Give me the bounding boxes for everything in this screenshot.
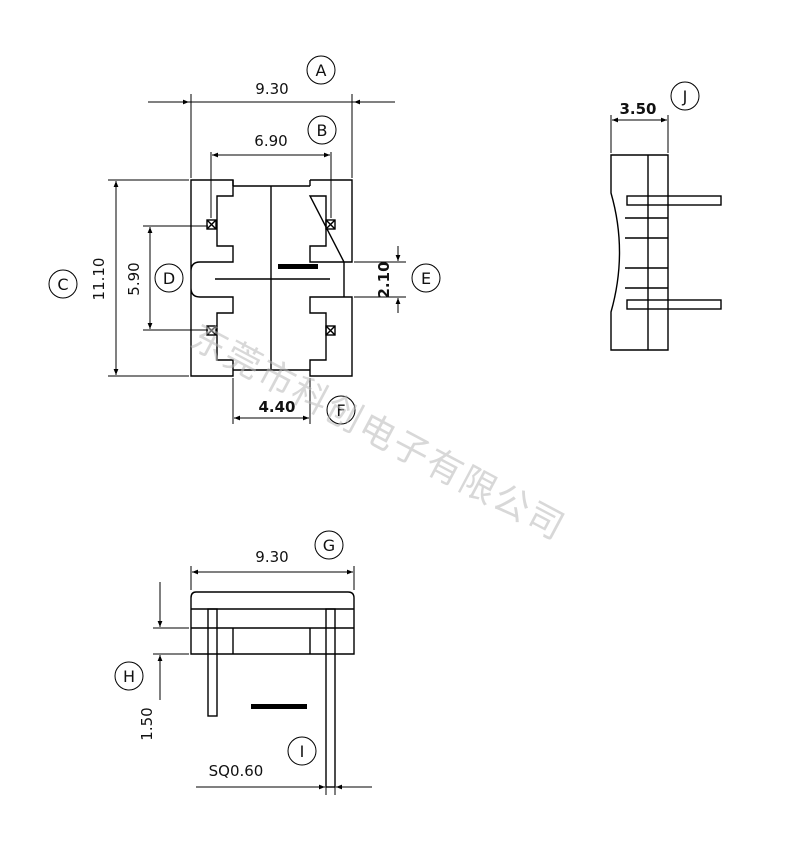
label-i-balloon: I [287, 736, 317, 766]
top-view [190, 179, 353, 377]
dim-f-value: 4.40 [258, 398, 295, 416]
polarity-bar-bottom [251, 704, 307, 709]
dimension-g [190, 566, 355, 590]
side-view [610, 154, 722, 351]
pin-marker-br [325, 325, 336, 336]
dim-h-value: 1.50 [138, 707, 156, 740]
front-view [190, 591, 355, 788]
label-b: B [317, 121, 328, 140]
label-f-balloon: F [326, 395, 356, 425]
label-h-balloon: H [114, 661, 144, 691]
dim-i-value: SQ0.60 [209, 762, 264, 780]
dim-b-value: 6.90 [254, 132, 287, 150]
label-e-balloon: E [411, 263, 441, 293]
front-pin-left [207, 608, 218, 717]
front-pin-right [325, 608, 336, 788]
dim-d-value: 5.90 [125, 262, 143, 295]
label-f: F [336, 401, 345, 420]
dim-e-value: 2.10 [375, 261, 393, 298]
pin-marker-tr [325, 219, 336, 230]
label-d-balloon: D [154, 263, 184, 293]
label-a: A [316, 61, 327, 80]
label-j: J [682, 87, 688, 106]
dim-c-value: 11.10 [90, 258, 108, 301]
polarity-bar-top [278, 264, 318, 269]
dimension-i [196, 760, 372, 795]
label-j-balloon: J [670, 81, 700, 111]
company-watermark: 东莞市科创电子有限公司 [184, 317, 572, 549]
pin-marker-tl [206, 219, 217, 230]
label-e: E [421, 269, 431, 288]
dimension-a [148, 94, 395, 178]
front-body-outline [190, 591, 355, 655]
dimension-e [354, 246, 406, 313]
side-pin-top [626, 195, 722, 206]
label-d: D [163, 269, 175, 288]
dimension-d [143, 225, 208, 331]
side-pin-bottom [626, 299, 722, 310]
right-column-outline [308, 179, 353, 377]
label-c-balloon: C [48, 269, 78, 299]
label-c: C [57, 275, 68, 294]
dimension-b [210, 152, 332, 218]
dim-j-value: 3.50 [619, 100, 656, 118]
dimension-c [108, 179, 189, 377]
dim-a-value: 9.30 [255, 80, 288, 98]
dimension-h [153, 582, 189, 700]
dimension-j [610, 115, 669, 153]
label-a-balloon: A [306, 55, 336, 85]
label-g-balloon: G [314, 530, 344, 560]
dim-g-value: 9.30 [255, 548, 288, 566]
left-column-outline [190, 179, 234, 377]
label-h: H [123, 667, 135, 686]
dimension-f [232, 378, 311, 424]
label-g: G [323, 536, 335, 555]
label-b-balloon: B [307, 115, 337, 145]
label-i: I [300, 742, 305, 761]
side-view-outline [610, 154, 669, 351]
